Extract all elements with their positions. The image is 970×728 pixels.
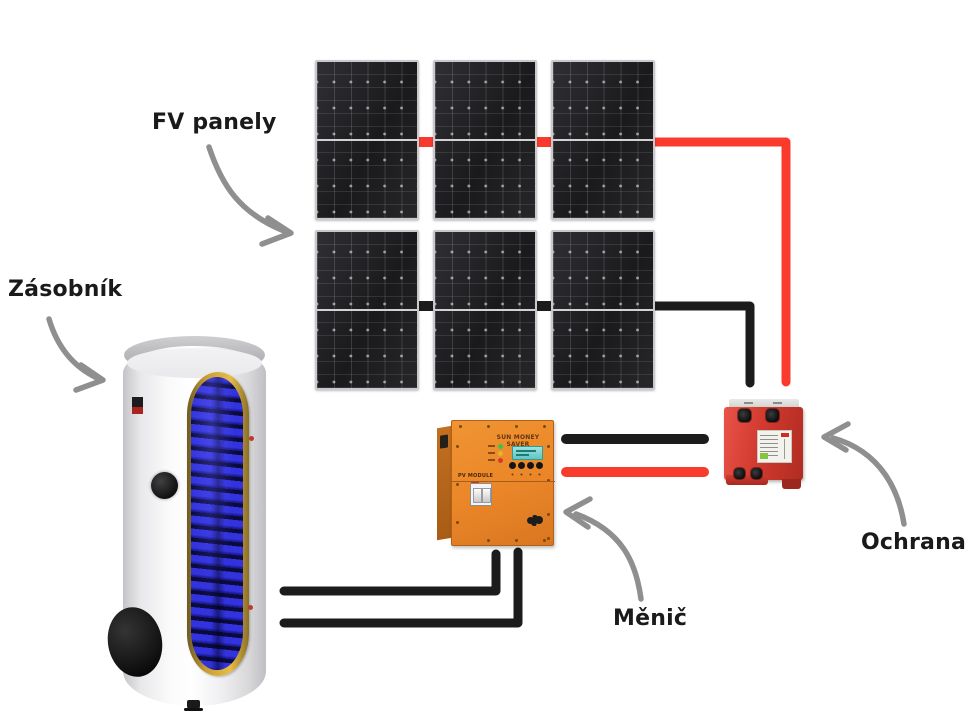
label-menic: Měnič [613,606,688,631]
inverter-led-label-1 [488,445,495,447]
curved-arrow-icon-inverter [573,511,644,602]
spd-terminal-bottom-right [751,468,762,479]
pv-panel [551,230,655,390]
spd-din-foot [782,479,801,489]
spd-top-cap [729,399,799,409]
spd-terminal-bottom-left [734,468,745,479]
arrowhead-icon-tank [73,362,106,393]
pv-panel [433,60,537,220]
inverter-led-red [498,458,503,463]
inverter-side-panel [437,425,452,541]
curved-arrow-icon-protection [830,435,907,527]
spd-status-indicator-green [760,453,768,459]
spd-lower-step [726,475,768,485]
tank-sensor-dot-upper [249,436,254,441]
inverter-button-1 [509,462,516,469]
pv-panel [315,230,419,390]
label-ochrana: Ochrana [861,530,967,555]
curved-arrow-icon-panels [206,144,287,234]
arrowhead-icon-panels [259,215,294,247]
spd-top-marking-2 [773,402,782,404]
spd-rating-label [757,430,792,463]
spd-label-divider [784,439,785,459]
wire-dc-positive-red [650,137,791,387]
inverter-seam-line [452,481,555,482]
tank-inspection-port [151,472,178,499]
inverter-led-label-2 [488,452,495,454]
inverter-screws [459,425,462,428]
pv-panel [315,60,419,220]
spd-top-marking-1 [744,402,753,404]
inverter-vent-slot [440,434,448,449]
arrowhead-icon-inverter [563,496,593,530]
inverter-button-3 [527,462,534,469]
surge-protection-device [724,399,806,491]
inverter-dc-breaker [470,483,492,506]
inverter-front-panel: SUN MONEY SAVER PV MODULE [451,420,555,546]
inverter-button-4 [536,462,543,469]
arrowhead-icon-protection [821,421,851,453]
tank-brand-logo [132,397,143,414]
wire-inverter-tank-2 [279,547,523,628]
label-fv-panely: FV panely [152,110,277,135]
inverter-led-yellow [498,451,503,456]
inverter-brand-text: SUN MONEY SAVER [496,434,540,448]
tank-drain-valve [184,700,203,711]
inverter-button-2 [518,462,525,469]
spd-terminal-top-right [766,409,779,422]
inverter: SUN MONEY SAVER PV MODULE [437,420,555,547]
inverter-led-green [498,444,503,449]
wire-dc-negative-black [650,301,755,388]
tank-heat-exchanger-coils [191,377,243,670]
pv-panel [433,230,537,390]
pv-panel [551,60,655,220]
tank-top-highlight [127,348,262,378]
label-zasobnik: Zásobník [8,277,123,302]
tank-sensor-dot-lower [248,605,253,610]
inverter-pv-module-text: PV MODULE [458,473,494,479]
spd-brand-mark [781,433,789,437]
tank-cutaway-insulation [187,372,249,676]
storage-tank [102,336,266,712]
inverter-lcd-display [512,446,543,460]
spd-terminal-top-left [738,409,751,422]
wire-inverter-tank-1 [279,549,501,596]
pv-array [315,60,655,390]
inverter-logo-icon [527,514,543,527]
inverter-led-label-3 [488,459,495,461]
